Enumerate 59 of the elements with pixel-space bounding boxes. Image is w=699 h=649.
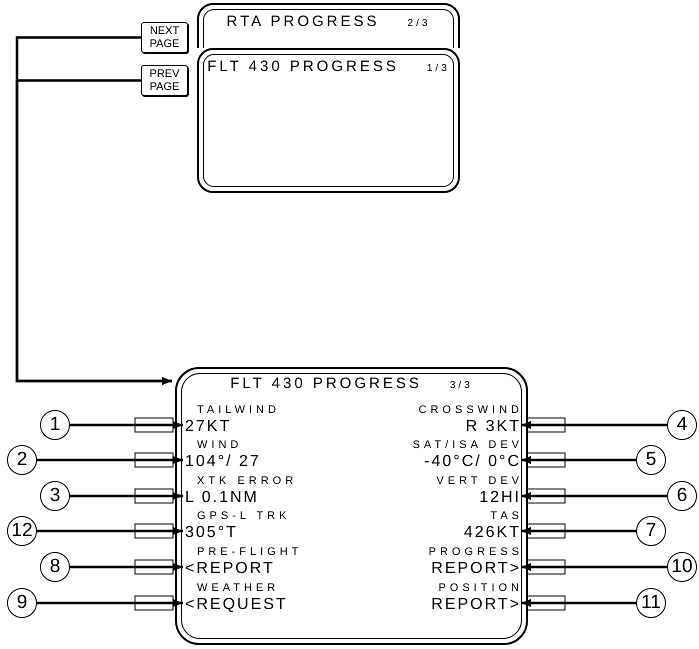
page-title: RTA PROGRESS	[226, 13, 380, 30]
field-label: SAT/ISA DEV	[412, 438, 523, 452]
arrow	[70, 563, 183, 571]
field-label: WIND	[196, 438, 242, 452]
callout-number: 7	[636, 516, 666, 546]
display-page	[197, 48, 460, 193]
page-number: 3/3	[450, 380, 473, 391]
field-value: 27KT	[185, 417, 232, 437]
field-label: POSITION	[438, 581, 523, 595]
field-value: 12HI	[479, 488, 521, 508]
callout-number: 5	[636, 445, 666, 475]
field-label: PROGRESS	[428, 545, 523, 559]
callout-number: 3	[40, 481, 70, 511]
field-label: XTK ERROR	[196, 474, 298, 488]
display-page	[197, 3, 460, 48]
display-page	[175, 367, 528, 645]
page-title: FLT 430 PROGRESS	[207, 58, 399, 75]
field-value: 305°T	[185, 523, 238, 543]
field-value: 426KT	[464, 523, 521, 543]
field-label: TAS	[490, 509, 523, 523]
arrow	[521, 492, 667, 500]
field-value: -40°C/ 0°C	[424, 452, 521, 472]
page-key: NEXT PAGE	[141, 22, 188, 53]
arrow	[70, 492, 183, 500]
page-number: 2/3	[408, 18, 430, 29]
field-label: WEATHER	[196, 581, 280, 595]
field-label: VERT DEV	[436, 474, 523, 488]
arrow	[521, 456, 636, 464]
callout-number: 11	[636, 588, 666, 618]
page-title: FLT 430 PROGRESS	[230, 375, 422, 392]
field-value: REPORT>	[431, 559, 521, 579]
page-key: PREV PAGE	[141, 65, 188, 96]
field-value: REPORT>	[431, 595, 521, 615]
callout-number: 2	[7, 445, 37, 475]
field-value: R 3KT	[466, 417, 521, 437]
arrow	[37, 527, 183, 535]
field-value: 104°/ 27	[185, 452, 261, 472]
field-value: L 0.1NM	[185, 488, 259, 508]
arrow	[521, 563, 667, 571]
callout-number: 10	[667, 552, 697, 582]
field-value: <REQUEST	[185, 595, 288, 615]
arrow	[37, 599, 183, 607]
field-label: CROSSWIND	[418, 403, 523, 417]
callout-number: 8	[40, 552, 70, 582]
field-label: GPS-L TRK	[196, 509, 290, 523]
field-label: TAILWIND	[196, 403, 280, 417]
callout-number: 1	[40, 410, 70, 440]
arrow	[37, 456, 183, 464]
arrow	[521, 421, 667, 429]
callout-number: 4	[667, 410, 697, 440]
callout-number: 9	[7, 588, 37, 618]
arrow	[521, 599, 636, 607]
callout-number: 12	[7, 516, 37, 546]
page-number: 1/3	[426, 63, 450, 74]
arrow	[521, 527, 636, 535]
field-label: PRE-FLIGHT	[196, 545, 302, 559]
field-value: <REPORT	[185, 559, 275, 579]
callout-number: 6	[667, 481, 697, 511]
arrow	[70, 421, 183, 429]
